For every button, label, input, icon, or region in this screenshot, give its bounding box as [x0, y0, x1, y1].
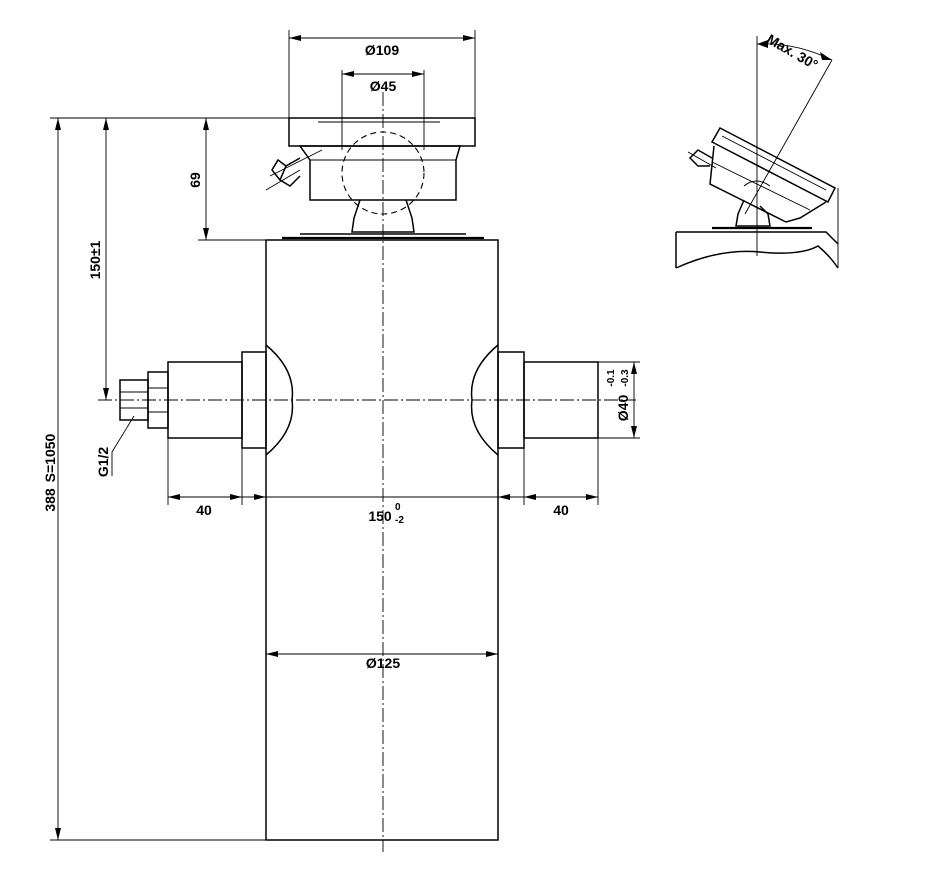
label-body-diameter: Ø125 [366, 655, 400, 671]
label-pin-length-right: 40 [553, 502, 569, 518]
label-pin-diameter-tol-upper: -0.1 [606, 369, 617, 387]
label-width-tol-lower: -2 [395, 515, 404, 526]
label-pin-height: 150±1 [87, 240, 103, 279]
label-ball-diameter: Ø45 [370, 78, 397, 94]
label-top-diameter: Ø109 [365, 42, 399, 58]
label-pin-diameter: Ø40 [615, 395, 631, 422]
ball-housing [298, 145, 461, 201]
label-port-thread: G1/2 [95, 447, 111, 478]
tilt-detail-view [675, 36, 839, 269]
body-top-break [676, 231, 839, 245]
label-pin-diameter-tol-lower: -0.3 [620, 369, 631, 387]
label-width-tol-upper: 0 [395, 502, 401, 513]
cylinder-main-view [98, 92, 636, 852]
dimension-labels: Ø109 Ø45 69 150±1 G1/2 388 S=1050 40 40 … [42, 42, 631, 671]
label-width-between: 150 [368, 508, 392, 524]
label-pin-length-left: 40 [196, 502, 212, 518]
dimension-lines [50, 30, 640, 841]
label-head-height: 69 [187, 172, 203, 188]
cylinder-body [265, 239, 499, 841]
label-stroke: S=1050 [42, 433, 58, 482]
label-total-length: 388 [42, 488, 58, 512]
grease-nipple [265, 149, 323, 191]
